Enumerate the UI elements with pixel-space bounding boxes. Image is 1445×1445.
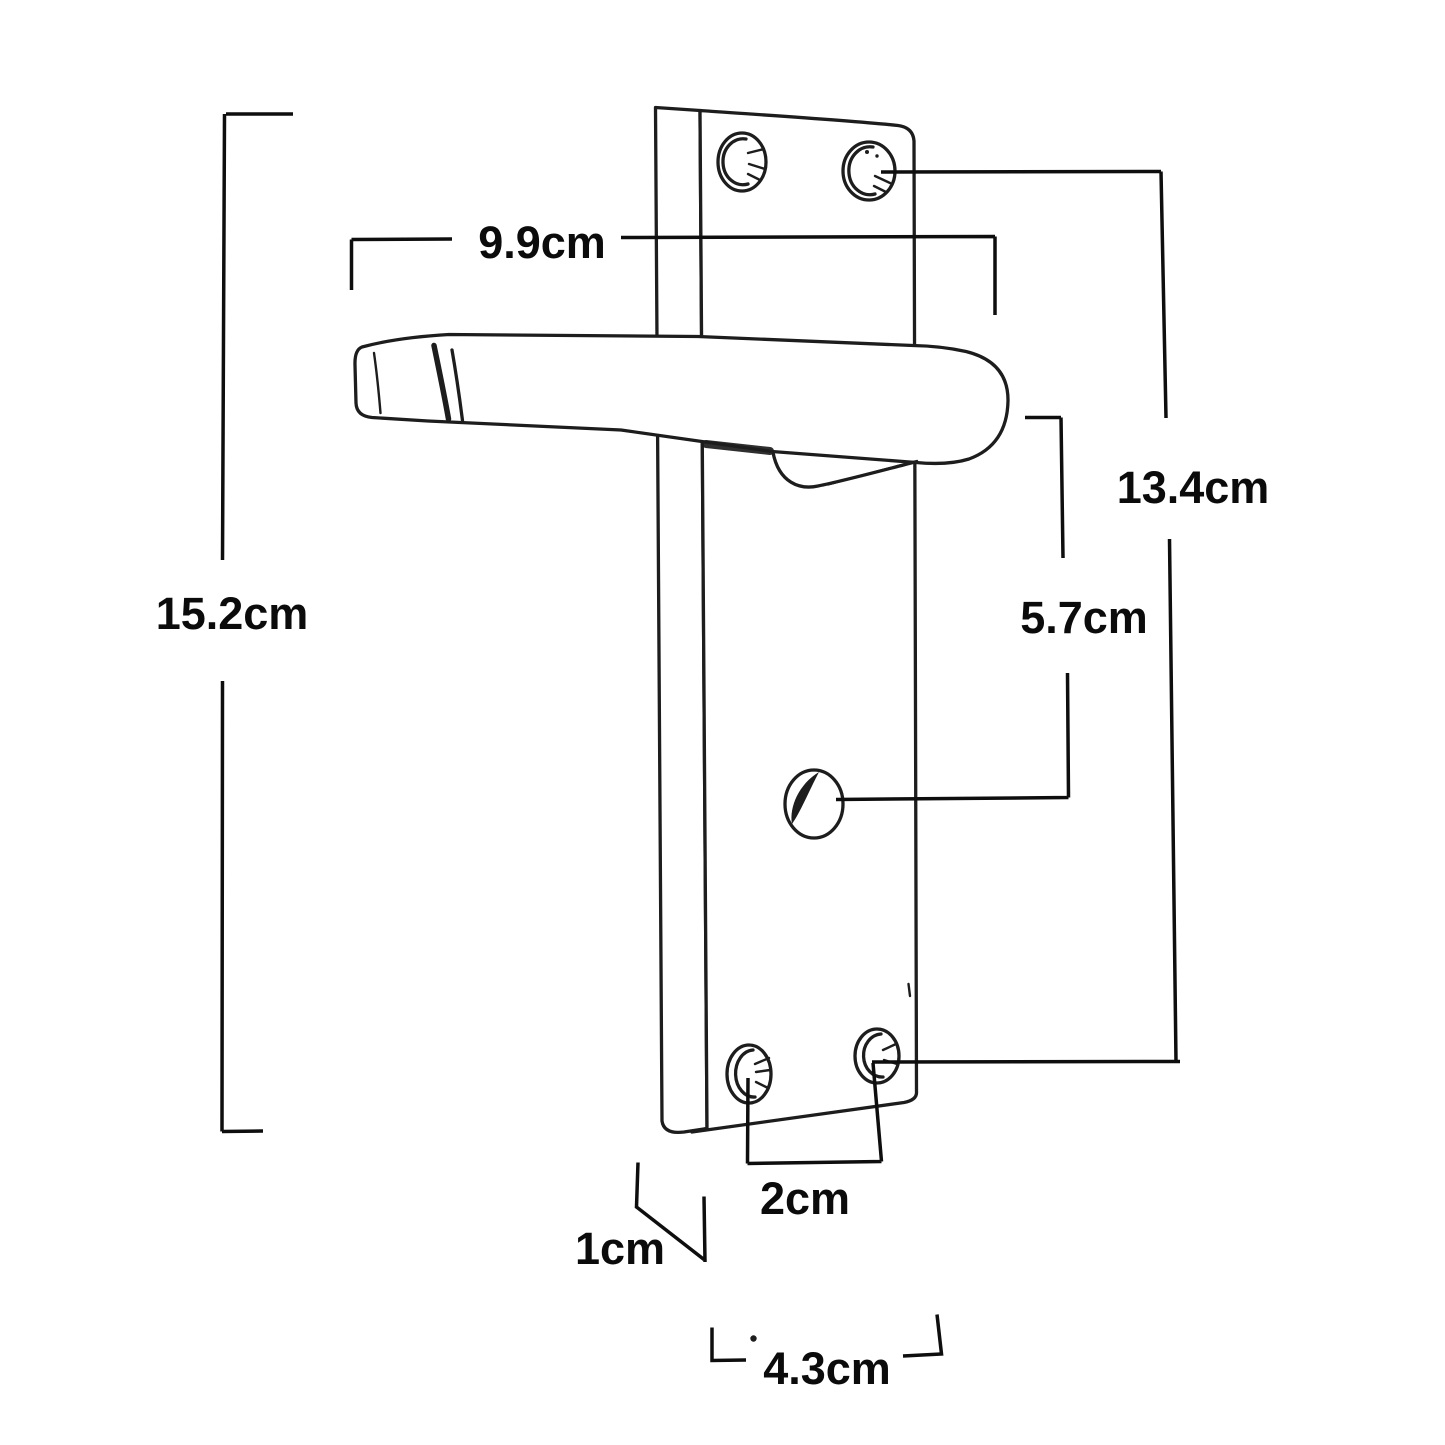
thumbturn-outline	[783, 768, 845, 840]
dim-screw-centres-label: 13.4cm	[1117, 462, 1270, 513]
dim-overall-height: 15.2cm	[156, 112, 309, 1134]
dimension-annotations: 15.2cm 9.9cm 13.4cm 5.7cm 2cm	[156, 112, 1270, 1394]
screw-head-outline	[716, 131, 768, 193]
thumbturn-slot-crescent	[791, 772, 819, 824]
lever-neck-shading	[702, 440, 774, 455]
dim-bottom-screw-spacing: 2cm	[745, 1062, 884, 1224]
lever-divider-band	[431, 342, 452, 422]
dim-handle-length: 9.9cm	[349, 217, 997, 315]
dim-plate-thickness-label: 1cm	[575, 1223, 665, 1274]
dim-plate-thickness: 1cm	[575, 1162, 707, 1274]
screw-slot-lines	[746, 147, 767, 182]
dim-overall-height-lines	[220, 112, 293, 1134]
thumbturn	[783, 768, 845, 840]
screw-texture-dot	[875, 154, 879, 158]
screw-slot-arc	[847, 145, 877, 197]
plate-edge-nick	[907, 982, 912, 998]
dim-handle-to-thumbturn: 5.7cm	[835, 415, 1148, 802]
backplate-front-face	[690, 108, 919, 1134]
dim-screw-centres-lines	[871, 169, 1181, 1064]
dim-plate-width-lines	[710, 1314, 944, 1363]
lever-outline	[353, 332, 1010, 466]
dim-handle-length-lines	[349, 234, 997, 315]
lever-neck-diagonal	[826, 459, 919, 486]
door-handle-sketch	[353, 105, 1010, 1135]
dim-handle-to-thumbturn-lines	[835, 415, 1071, 802]
dim-plate-width: 4.3cm	[710, 1314, 944, 1394]
screw-top-left	[716, 131, 768, 193]
lever-divider-line	[450, 348, 465, 423]
screw-slot-lines	[753, 1056, 772, 1090]
dim-plate-thickness-lines	[634, 1162, 707, 1263]
dim-plate-width-label: 4.3cm	[763, 1343, 891, 1394]
lever-handle	[353, 332, 1010, 489]
dim-plate-width-dot	[750, 1335, 757, 1342]
dim-screw-centres: 13.4cm	[871, 169, 1270, 1064]
screw-slot-lines	[872, 174, 892, 194]
lever-endcap-inner-line	[372, 351, 382, 415]
dim-handle-to-thumbturn-label: 5.7cm	[1020, 592, 1148, 643]
dim-overall-height-label: 15.2cm	[156, 588, 309, 639]
backplate-side-face	[653, 105, 709, 1135]
screw-texture-dot	[865, 150, 869, 154]
dim-handle-length-label: 9.9cm	[478, 217, 606, 268]
screw-head-outline	[853, 1027, 901, 1085]
dim-bottom-screw-spacing-lines	[745, 1062, 884, 1166]
dim-bottom-screw-spacing-label: 2cm	[760, 1173, 850, 1224]
screw-slot-arc	[721, 137, 750, 187]
